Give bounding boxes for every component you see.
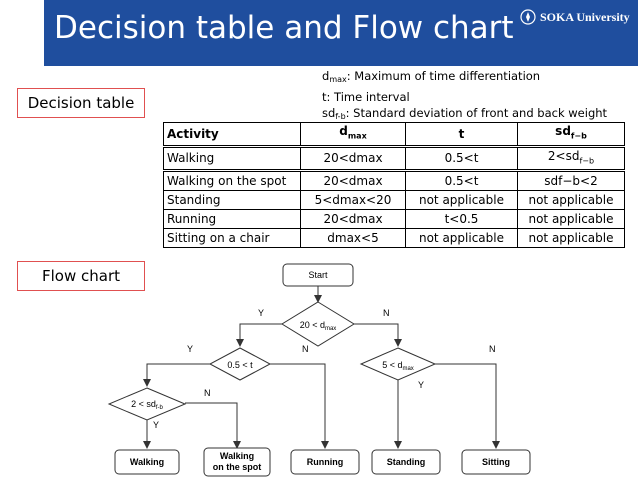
svg-text:20 < dmax: 20 < dmax — [300, 320, 337, 332]
svg-text:5 < dmax: 5 < dmax — [382, 360, 414, 372]
svg-text:N: N — [489, 344, 496, 354]
svg-text:Y: Y — [153, 420, 159, 430]
flow-connectors — [143, 286, 500, 449]
header-dmax: dmax — [300, 122, 406, 148]
decision-table: Activity dmax t sdf−b Walking 20<dmax 0.… — [163, 122, 625, 249]
svg-text:Walking: Walking — [220, 451, 254, 461]
decision-dmax-5: 5 < dmax — [359, 347, 437, 381]
svg-text:Start: Start — [308, 270, 328, 280]
svg-text:N: N — [383, 308, 390, 318]
title-bar — [44, 0, 638, 66]
logo-text: SOKA University — [540, 9, 630, 24]
output-walking-on-the-spot: Walking on the spot — [203, 447, 271, 477]
note-sd: sdf-b: Standard deviation of front and b… — [322, 106, 608, 121]
logo-emblem-icon — [520, 9, 536, 25]
start-node: Start — [282, 263, 354, 287]
output-walking: Walking — [114, 449, 180, 475]
flow-chart-label: Flow chart — [17, 261, 145, 291]
svg-text:0.5 < t: 0.5 < t — [227, 360, 253, 370]
table-row: Standing 5<dmax<20 not applicable not ap… — [163, 190, 625, 211]
header-sd: sdf−b — [517, 122, 625, 148]
university-logo: SOKA University — [520, 9, 630, 25]
output-sitting: Sitting — [461, 449, 531, 475]
table-row: Walking 20<dmax 0.5<t 2<sdf−b — [163, 145, 625, 173]
output-running: Running — [290, 449, 360, 475]
svg-text:on the spot: on the spot — [213, 462, 262, 472]
note-t: t: Time interval — [322, 89, 410, 104]
svg-text:Y: Y — [418, 380, 424, 390]
svg-text:N: N — [302, 344, 309, 354]
slide-title: Decision table and Flow chart — [54, 10, 514, 46]
decision-dmax-20: 20 < dmax — [281, 301, 355, 347]
svg-text:2 < sdf-b: 2 < sdf-b — [131, 399, 163, 411]
decision-table-label: Decision table — [17, 88, 145, 118]
output-standing: Standing — [371, 449, 441, 475]
flow-branch-labels: Y N Y N N Y N Y — [153, 308, 496, 430]
svg-text:Walking: Walking — [130, 457, 164, 467]
svg-text:Running: Running — [307, 457, 344, 467]
svg-text:Y: Y — [187, 344, 193, 354]
decision-sd: 2 < sdf-b — [107, 387, 187, 421]
svg-text:Sitting: Sitting — [482, 457, 510, 467]
decision-t: 0.5 < t — [208, 347, 272, 381]
variable-notes: dmax: Maximum of time differentiation t:… — [322, 68, 607, 126]
svg-text:Standing: Standing — [387, 457, 426, 467]
svg-text:Y: Y — [258, 308, 264, 318]
table-row: Walking on the spot 20<dmax 0.5<t sdf−b<… — [163, 170, 625, 192]
header-t: t — [405, 122, 518, 148]
table-row: Sitting on a chair dmax<5 not applicable… — [163, 228, 625, 249]
header-activity: Activity — [163, 122, 301, 148]
svg-text:N: N — [204, 388, 211, 398]
note-dmax: dmax: Maximum of time differentiation — [322, 69, 541, 84]
